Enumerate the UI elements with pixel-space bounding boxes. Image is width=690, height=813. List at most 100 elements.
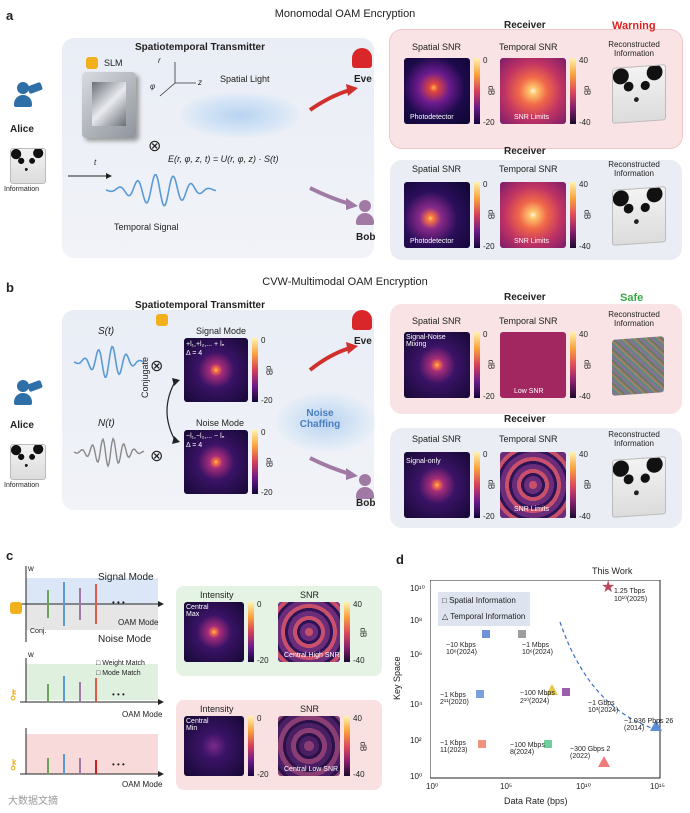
axis-z-label: z (198, 78, 202, 87)
receiver-label-b2: Receiver (504, 414, 546, 425)
conj-label: Conj. (30, 628, 47, 635)
noise-chaffing-label: Noise Chaffing (299, 408, 341, 430)
db-label: dB (264, 365, 274, 376)
reconstructed-label-b2: Reconstructed Information (608, 430, 660, 448)
warning-label: Warning (612, 20, 656, 32)
snr-map-match (278, 602, 340, 662)
lock-icon-b (156, 314, 168, 326)
photodetector-label-a1: Photodetector (410, 114, 454, 121)
reconstructed-image-bob-b (612, 456, 666, 518)
colorbar-snr-2 (344, 716, 350, 776)
key-icon-match: ⚷ (8, 686, 19, 702)
chart-point-6 (650, 720, 662, 731)
temporal-snr-map-bob-b (500, 452, 566, 518)
eve-icon (352, 48, 372, 68)
cb-tick: -20 (261, 396, 273, 405)
cb-tick: 0 (261, 336, 266, 345)
receiver-label-a2: Receiver (504, 146, 546, 157)
cb-tick: 0 (483, 330, 488, 339)
y-tick: 10⁶ (410, 650, 423, 659)
cb-tick: -40 (579, 512, 591, 521)
key-space-chart: ★ (430, 580, 662, 779)
noise-mode-label-b: Noise Mode (196, 418, 245, 428)
temporal-snr-label-a2: Temporal SNR (499, 164, 558, 174)
noise-mode-map (184, 430, 248, 494)
chart-point-8 (544, 740, 552, 748)
cb-tick: -40 (579, 242, 591, 251)
temporal-snr-map-eve-b (500, 332, 566, 398)
colorbar-spatial-b2 (474, 452, 480, 518)
lock-icon-c (10, 602, 22, 614)
mode-match-text: Mode Match (102, 670, 141, 677)
point-label-5: ~1 Gbps 10³(2024) (588, 700, 619, 714)
y-tick: 10⁰ (410, 772, 423, 781)
eve-label-a: Eve (354, 74, 372, 85)
cb-tick: 40 (353, 600, 362, 609)
signal-noise-waves (73, 345, 145, 468)
chart-point-2 (518, 630, 526, 638)
legend-temporal-text: Temporal Information (450, 612, 526, 621)
intensity-label-1: Intensity (200, 590, 234, 600)
cb-tick: 40 (579, 450, 588, 459)
oam-mode-label-3: OAM Mode (122, 780, 163, 789)
point-label-6: ~1.036 Pbps 26 (2014) (624, 718, 674, 732)
panel-c-diagram (20, 566, 164, 777)
signal-only-label: Signal-only (406, 458, 441, 465)
cb-tick: -40 (579, 392, 591, 401)
panel-c-letter: c (6, 548, 14, 563)
signal-mode-map (184, 338, 248, 402)
alice-label-b: Alice (10, 420, 34, 431)
cb-tick: 0 (483, 450, 488, 459)
snr-limits-label-a1: SNR Limits (514, 114, 550, 121)
chart-point-4 (546, 684, 558, 695)
axis-t-label: t (94, 158, 97, 167)
snr-label-1: SNR (300, 590, 320, 600)
point-label-8: ~100 Mbps 8(2024) (510, 742, 545, 756)
spatial-snr-label-b2: Spatial SNR (412, 434, 462, 444)
reconstructed-label-a2: Reconstructed Information (608, 160, 660, 178)
cb-tick: 40 (579, 180, 588, 189)
tensor-symbol: ⊗ (148, 138, 162, 155)
signal-mode-text: +l₁,+l₂,... + lₙ (186, 341, 225, 348)
colorbar-temporal-a1 (570, 58, 576, 124)
y-tick: 10¹⁰ (410, 584, 425, 593)
spatial-light-label: Spatial Light (220, 74, 270, 84)
conjugate-arrow (166, 378, 180, 444)
cb-tick: -20 (483, 512, 495, 521)
noise-delta: Δ = 4 (186, 442, 203, 449)
db-label: dB (582, 209, 592, 220)
colorbar-noise-mode (252, 430, 258, 494)
cb-tick: -20 (483, 392, 495, 401)
panel-a-title: Monomodal OAM Encryption (274, 8, 416, 20)
cb-tick: 40 (579, 56, 588, 65)
weight-match-text: Weight Match (102, 660, 145, 667)
axes-icon (159, 62, 196, 97)
reconstructed-noise-eve-b (612, 336, 664, 396)
cb-tick: 0 (483, 56, 488, 65)
intensity-map-mismatch (184, 716, 244, 776)
reconstructed-label-b1: Reconstructed Information (608, 310, 660, 328)
cb-tick: 0 (483, 180, 488, 189)
colorbar-int-1 (248, 602, 254, 662)
colorbar-spatial-a2 (474, 182, 480, 248)
legend-temporal: △ Temporal Information (442, 612, 526, 621)
reconstructed-image-eve-a (612, 64, 666, 124)
bob-label-a: Bob (356, 232, 376, 243)
snr-limits-label-a2: SNR Limits (514, 238, 550, 245)
panel-b-title: CVW-Multimodal OAM Encryption (262, 276, 428, 288)
snr-map-mismatch (278, 716, 340, 776)
spatial-snr-label-b1: Spatial SNR (412, 316, 462, 326)
equation: E(r, φ, z, t) = U(r, φ, z) · S(t) (168, 154, 279, 164)
db-label: dB (582, 359, 592, 370)
cb-tick: 0 (261, 428, 266, 437)
slm-label: SLM (104, 58, 123, 68)
spatial-light-beam (180, 92, 300, 138)
noise-mode-label-c: Noise Mode (98, 634, 152, 645)
x-tick: 10⁰ (426, 782, 439, 791)
arrows-a (308, 84, 358, 210)
cb-tick: 0 (257, 714, 262, 723)
cb-tick: 0 (257, 600, 262, 609)
lock-icon (86, 57, 98, 69)
point-label-7: ~1 Kbps 11(2023) (440, 740, 468, 754)
watermark: 大数据文摘 (8, 796, 58, 807)
